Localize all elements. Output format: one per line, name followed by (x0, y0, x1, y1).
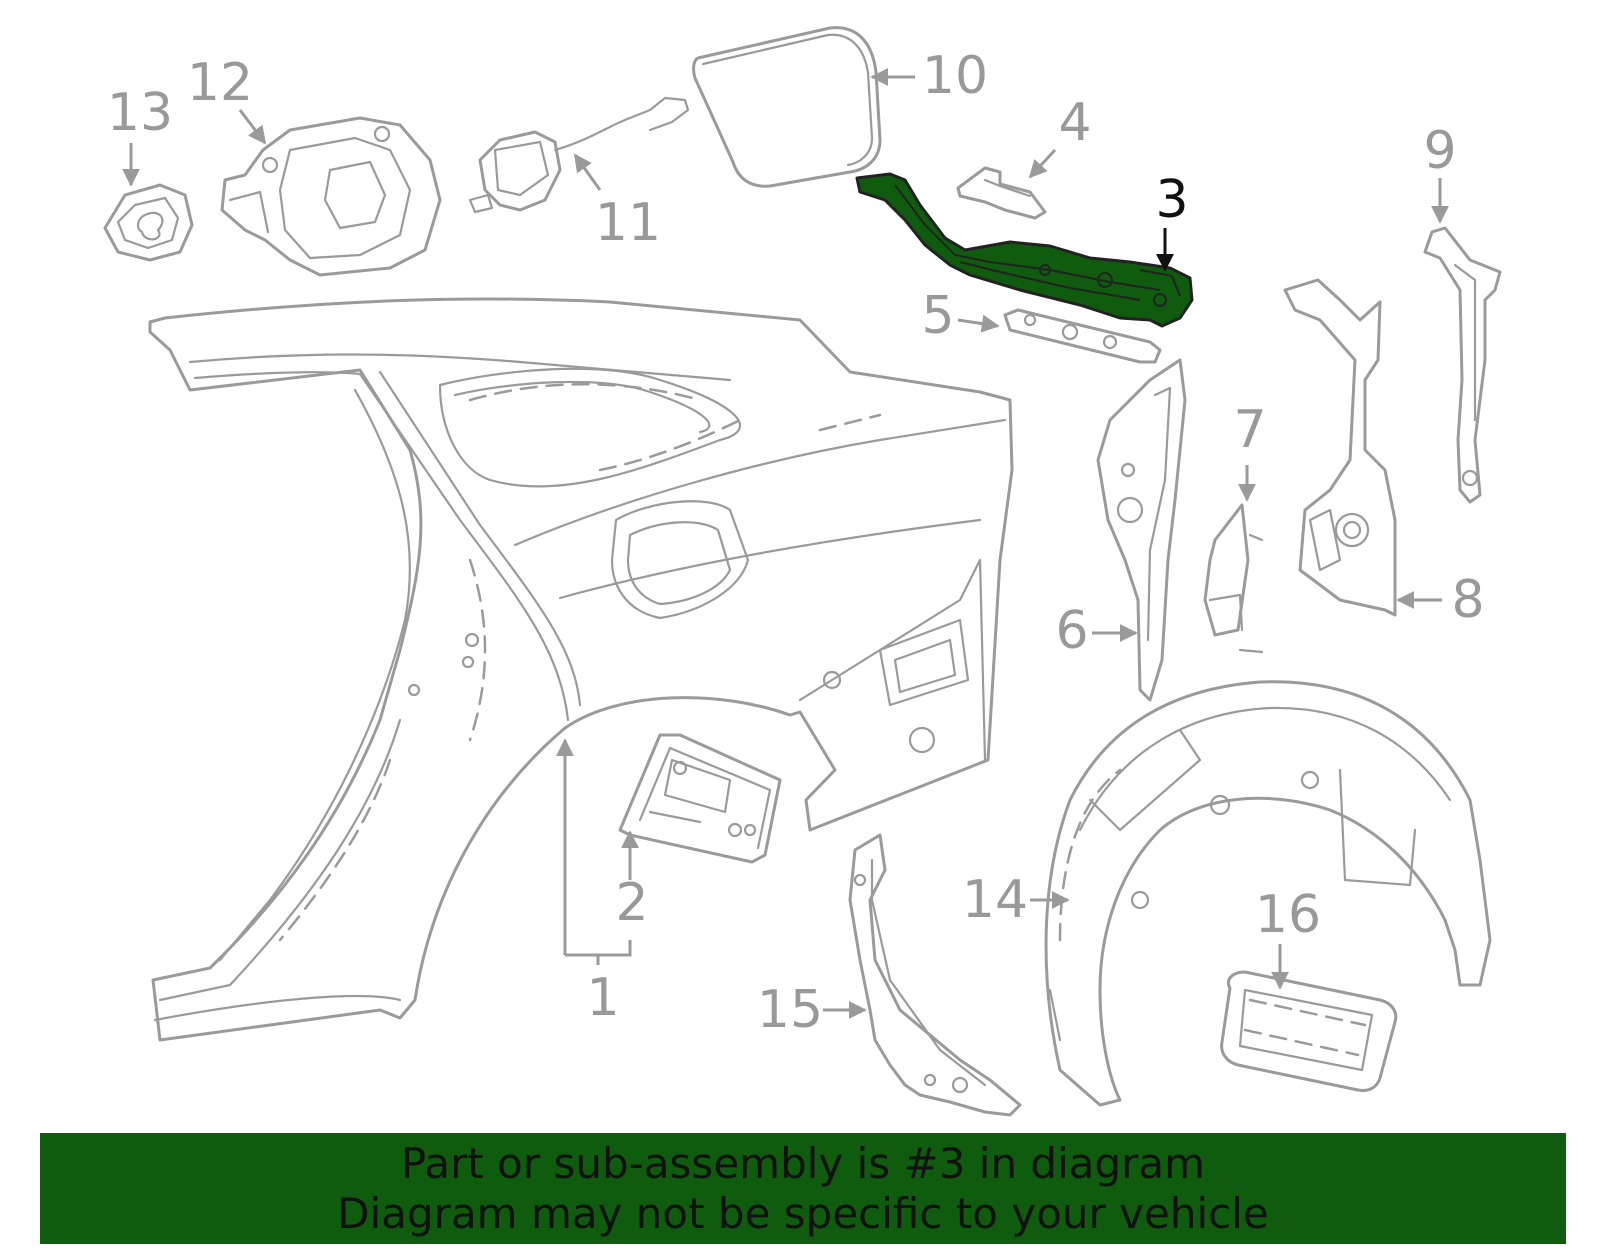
callout-12: 12 (187, 53, 253, 113)
info-banner: Part or sub-assembly is #3 in diagram Di… (40, 1133, 1566, 1244)
leader-arrow-5 (957, 314, 1000, 333)
bracket-part-2 (618, 733, 782, 864)
callout-8: 8 (1451, 570, 1484, 630)
callout-3: 3 (1155, 170, 1188, 230)
leader-arrow-4 (1028, 148, 1057, 179)
leader-arrow-11 (573, 153, 602, 191)
small-bracket-part-4 (956, 166, 1047, 220)
leader-lines (122, 68, 1449, 1019)
banner-line-2: Diagram may not be specific to your vehi… (337, 1188, 1269, 1238)
hinge-part-7 (1203, 503, 1264, 654)
callout-7: 7 (1233, 400, 1266, 460)
fuel-housing-part-12 (220, 116, 442, 277)
callout-13: 13 (107, 83, 173, 143)
callout-15: 15 (757, 980, 823, 1040)
callout-5: 5 (921, 286, 954, 346)
reinforcement-part-3-highlighted (855, 172, 1194, 328)
pillar-brace-part-9 (1423, 226, 1502, 504)
callout-6: 6 (1055, 601, 1088, 661)
grommet-part-13 (103, 183, 194, 262)
leader-bracket-1 (565, 940, 632, 957)
callout-9: 9 (1423, 121, 1456, 181)
leader-arrow-12 (238, 109, 267, 145)
fuel-door-part-10 (692, 26, 882, 188)
callout-1: 1 (586, 968, 619, 1028)
callout-labels: 1 2 3 4 5 6 7 8 9 10 11 12 13 14 15 16 (107, 46, 1485, 1040)
quarter-panel-part-1 (148, 297, 1014, 1042)
callout-2: 2 (615, 873, 648, 933)
callout-10: 10 (922, 46, 988, 106)
wheelhouse-liner-part-14 (1044, 680, 1492, 1107)
panel-part-8 (1283, 278, 1397, 617)
banner-line-1: Part or sub-assembly is #3 in diagram (400, 1138, 1206, 1188)
brace-part-15 (848, 833, 1022, 1117)
callout-14: 14 (962, 870, 1028, 930)
callout-16: 16 (1255, 885, 1321, 945)
vent-part-16 (1220, 970, 1398, 1092)
callout-11: 11 (595, 193, 661, 253)
fuel-door-actuator-part-11 (468, 96, 690, 214)
plate-part-5 (1003, 308, 1162, 364)
callout-4: 4 (1058, 93, 1091, 153)
wheelhouse-inner-part-6 (1096, 358, 1187, 702)
